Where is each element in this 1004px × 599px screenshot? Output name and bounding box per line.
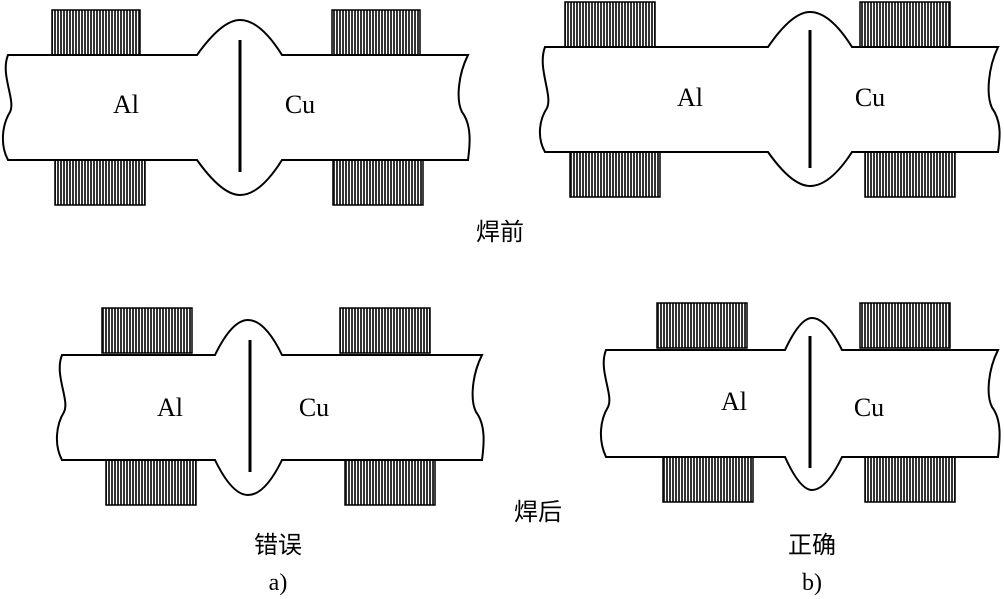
rod-outline	[2, 18, 471, 197]
al-label: Al	[721, 387, 747, 416]
clamp-bottom-right	[344, 459, 436, 506]
clamp-top-right	[331, 9, 421, 56]
rod-outline	[539, 10, 1001, 188]
caption-correct: 正确	[788, 531, 836, 559]
clamp-bottom-left	[662, 456, 754, 503]
label-a: a)	[269, 570, 288, 596]
caption-wrong: 错误	[254, 531, 302, 559]
rod-after-a: Al Cu	[56, 307, 485, 506]
al-label: Al	[113, 90, 139, 119]
al-label: Al	[677, 83, 703, 112]
cu-label: Cu	[854, 393, 884, 422]
rod-before-b: Al Cu	[539, 1, 1001, 198]
clamp-bottom-right	[864, 456, 956, 503]
clamp-top-right	[859, 1, 951, 48]
clamp-bottom-left	[105, 459, 197, 506]
caption-before: 焊前	[476, 218, 524, 246]
al-label: Al	[157, 393, 183, 422]
rod-before-a: Al Cu	[2, 9, 471, 206]
clamp-bottom-left	[569, 151, 661, 198]
cu-label: Cu	[285, 90, 315, 119]
caption-after: 焊后	[514, 498, 562, 526]
cu-label: Cu	[299, 393, 329, 422]
clamp-top-left	[101, 307, 193, 354]
clamp-top-left	[51, 9, 141, 56]
rod-outline	[56, 318, 485, 497]
clamp-bottom-left	[54, 159, 146, 206]
label-b: b)	[802, 570, 822, 596]
rod-outline	[600, 316, 1001, 492]
rod-after-b: Al Cu	[600, 302, 1001, 503]
clamp-bottom-right	[332, 159, 424, 206]
cu-label: Cu	[855, 83, 885, 112]
clamp-top-right	[859, 302, 951, 349]
clamp-top-right	[339, 307, 431, 354]
clamp-top-left	[656, 302, 748, 349]
clamp-bottom-right	[864, 151, 956, 198]
clamp-top-left	[564, 1, 656, 48]
